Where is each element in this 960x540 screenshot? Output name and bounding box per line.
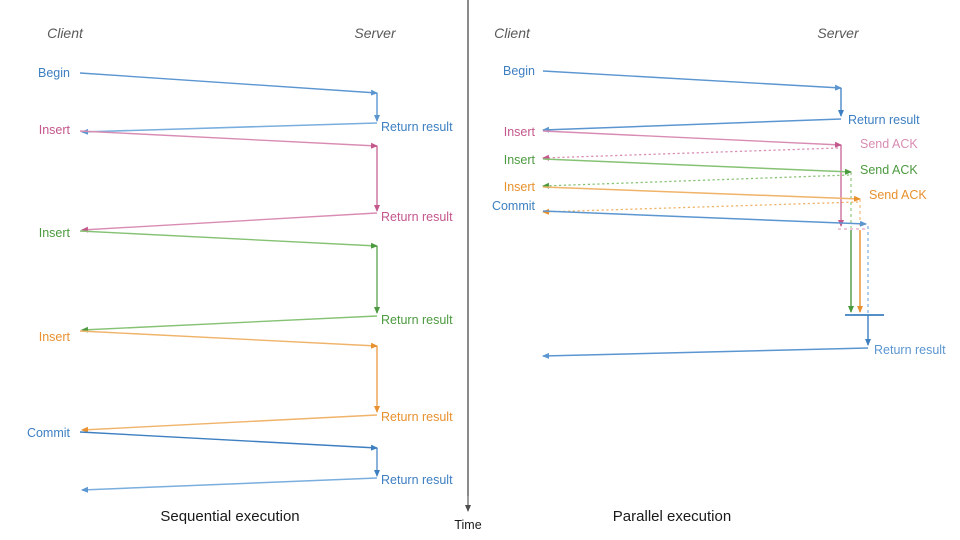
right-arrow-insert3-request — [542, 186, 861, 202]
left-arrow-begin-response — [81, 122, 378, 135]
left-label-return-3: Return result — [381, 313, 453, 327]
left-label-insert-2: Insert — [39, 226, 71, 240]
right-label-insert-2: Insert — [504, 153, 536, 167]
right-arrow-commit-request — [542, 210, 867, 227]
right-arrow-ack2-dotted — [542, 174, 850, 189]
right-client-lane-title: Client — [494, 25, 531, 41]
left-server-lane-title: Server — [354, 25, 397, 41]
panel-sequential: Client Server Begin Return result Insert… — [27, 25, 453, 525]
right-arrow-begin-response — [542, 118, 842, 133]
left-arrow-commit-response — [81, 477, 378, 493]
left-label-commit: Commit — [27, 426, 71, 440]
left-label-return-1: Return result — [381, 120, 453, 134]
left-label-return-4: Return result — [381, 410, 453, 424]
left-arrow-insert2-response — [81, 315, 378, 333]
left-label-return-2: Return result — [381, 210, 453, 224]
right-arrow-ack1-dotted — [542, 147, 839, 161]
right-label-insert-1: Insert — [504, 125, 536, 139]
left-arrow-insert3-request — [79, 330, 378, 349]
left-label-insert-1: Insert — [39, 123, 71, 137]
left-label-insert-3: Insert — [39, 330, 71, 344]
right-server-lane-title: Server — [817, 25, 860, 41]
left-arrow-insert2-request — [79, 230, 378, 249]
right-arrow-insert1-request — [542, 130, 842, 148]
right-label-commit: Commit — [492, 199, 536, 213]
right-label-ack-3: Send ACK — [869, 188, 927, 202]
right-arrow-commit-response — [542, 347, 869, 359]
left-arrow-insert3-response — [81, 414, 378, 433]
left-arrow-insert1-response — [81, 212, 378, 233]
right-arrow-begin-request — [542, 70, 842, 91]
panel-parallel: Client Server Begin Return result Insert… — [492, 25, 946, 525]
left-arrow-commit-request — [79, 431, 378, 451]
left-client-lane-title: Client — [47, 25, 84, 41]
left-arrow-begin-request — [79, 72, 378, 96]
right-label-return-1: Return result — [848, 113, 920, 127]
left-label-begin: Begin — [38, 66, 70, 80]
time-axis-label: Time — [454, 518, 481, 532]
right-label-return-2: Return result — [874, 343, 946, 357]
right-arrow-ack3-dotted — [542, 201, 859, 215]
left-panel-caption: Sequential execution — [160, 508, 299, 525]
right-label-begin: Begin — [503, 64, 535, 78]
right-panel-caption: Parallel execution — [613, 508, 731, 525]
right-label-ack-1: Send ACK — [860, 137, 918, 151]
left-label-return-5: Return result — [381, 473, 453, 487]
left-arrow-insert1-request — [79, 130, 378, 149]
right-label-insert-3: Insert — [504, 180, 536, 194]
right-label-ack-2: Send ACK — [860, 163, 918, 177]
right-arrow-insert2-request — [542, 158, 852, 175]
